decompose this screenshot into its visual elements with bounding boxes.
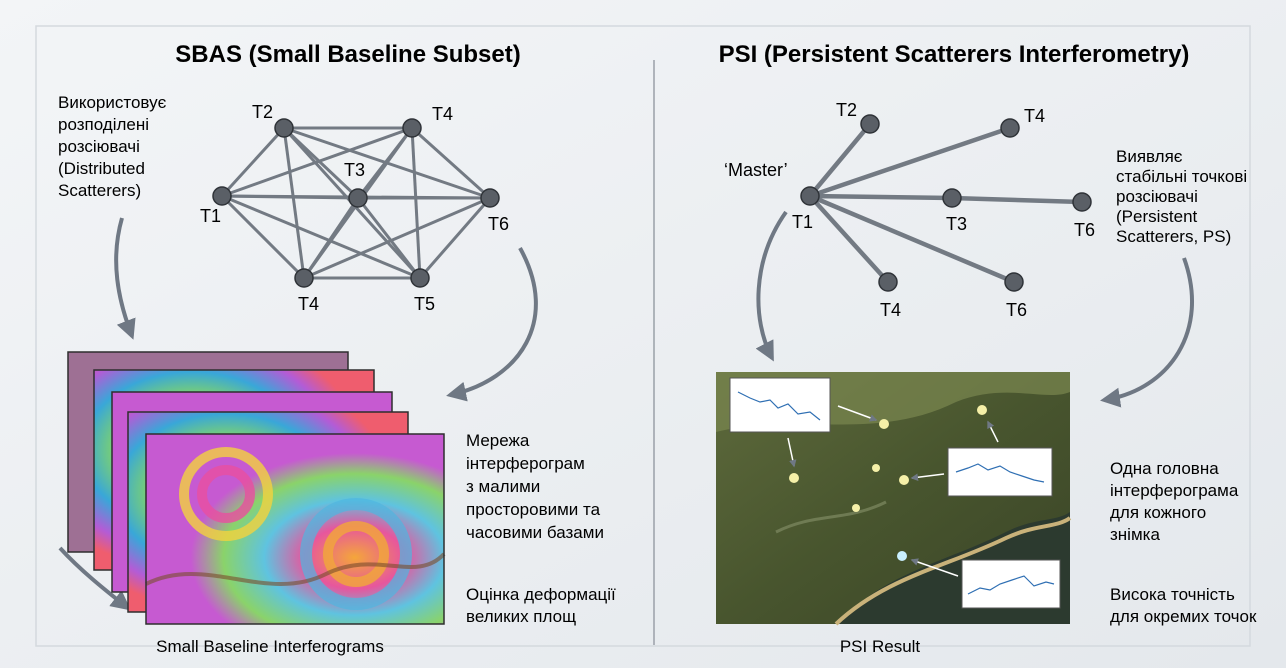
sbas-node-t6	[480, 188, 500, 208]
sbas-edge-t3-t5	[356, 197, 422, 279]
sbas-node-t4b	[294, 268, 314, 288]
psi-node-label-t4a: T4	[1024, 106, 1045, 126]
sbas-node-label-t2: T2	[252, 102, 273, 122]
psi-title: PSI (Persistent Scatterers Interferometr…	[719, 41, 1190, 68]
psi-edge-t1-t3	[809, 193, 953, 201]
sbas-edge-t2-t4b	[282, 127, 306, 279]
psi-node-label-t3: T3	[946, 214, 967, 234]
sbas-node-label-t4a: T4	[432, 104, 453, 124]
psi-node-t4a	[1000, 118, 1020, 138]
sbas-node-t1	[212, 186, 232, 206]
psi-node-t3	[942, 188, 962, 208]
sbas-caption: Small Baseline Interferograms	[156, 637, 384, 656]
sbas-node-t5	[410, 268, 430, 288]
psi-node-label-t6b: T6	[1006, 300, 1027, 320]
psi-node-t4b	[878, 272, 898, 292]
sbas-edge-t1-t4b	[220, 194, 306, 280]
sbas-node-label-t6: T6	[488, 214, 509, 234]
sbas-node-t4a	[402, 118, 422, 138]
sbas-arrow-down	[114, 217, 136, 340]
inner-frame	[35, 25, 1251, 647]
sbas-edge-t1-t4a	[221, 126, 413, 198]
psi-arrow-left	[755, 210, 788, 362]
sbas-assessment-text: Оцінка деформації великих площ	[466, 585, 621, 626]
psi-arrow-right	[1100, 257, 1194, 408]
sbas-description: Використовує розподілені розсіювачі (Dis…	[58, 93, 171, 200]
sbas-network-text: Мережа інтерферограм з малими просторови…	[466, 431, 605, 542]
sbas-arrow-curve	[446, 247, 538, 402]
master-label: ‘Master’	[724, 160, 788, 180]
sbas-node-label-t1: T1	[200, 206, 221, 226]
psi-node-label-t2: T2	[836, 100, 857, 120]
sbas-node-label-t4b: T4	[298, 294, 319, 314]
sbas-network-edges	[220, 126, 492, 280]
sbas-edge-t5-t6	[418, 197, 492, 279]
psi-node-label-t6a: T6	[1074, 220, 1095, 240]
psi-edge-t1-t6b	[809, 193, 1015, 285]
psi-edge-t1-t4a	[809, 125, 1011, 199]
psi-description: Виявляє стабільні точкові розсіювачі (Pe…	[1116, 147, 1252, 246]
sbas-edge-t1-t5	[221, 194, 421, 280]
psi-node-t1	[800, 186, 820, 206]
psi-accuracy-text: Висока точність для окремих точок	[1110, 585, 1257, 626]
sbas-edge-t1-t2	[220, 126, 286, 198]
sbas-arrow-stack	[58, 546, 132, 611]
psi-node-label-t4b: T4	[880, 300, 901, 320]
interferogram-stack	[67, 351, 446, 625]
sbas-edge-t4a-t6	[410, 126, 492, 200]
sbas-title: SBAS (Small Baseline Subset)	[175, 41, 520, 68]
psi-node-label-t1: T1	[792, 212, 813, 232]
psi-single-text: Одна головна інтерферограма для кожного …	[1110, 459, 1243, 544]
sbas-node-label-t3: T3	[344, 160, 365, 180]
psi-node-t6b	[1004, 272, 1024, 292]
sbas-edge-t4a-t5	[410, 127, 422, 279]
psi-node-t6a	[1072, 192, 1092, 212]
sbas-node-t3	[348, 188, 368, 208]
psi-node-t2	[860, 114, 880, 134]
psi-edge-t1-t2	[808, 122, 872, 198]
interferogram-layer-5	[145, 433, 446, 625]
sbas-edge-t4b-t6	[303, 196, 491, 280]
psi-result-image	[716, 372, 1072, 626]
psi-edge-t3-t6a	[951, 195, 1083, 205]
sbas-node-label-t5: T5	[414, 294, 435, 314]
psi-edge-t1-t4b	[808, 194, 890, 284]
psi-network-edges	[808, 122, 1083, 285]
psi-caption: PSI Result	[840, 637, 921, 656]
sbas-node-t2	[274, 118, 294, 138]
